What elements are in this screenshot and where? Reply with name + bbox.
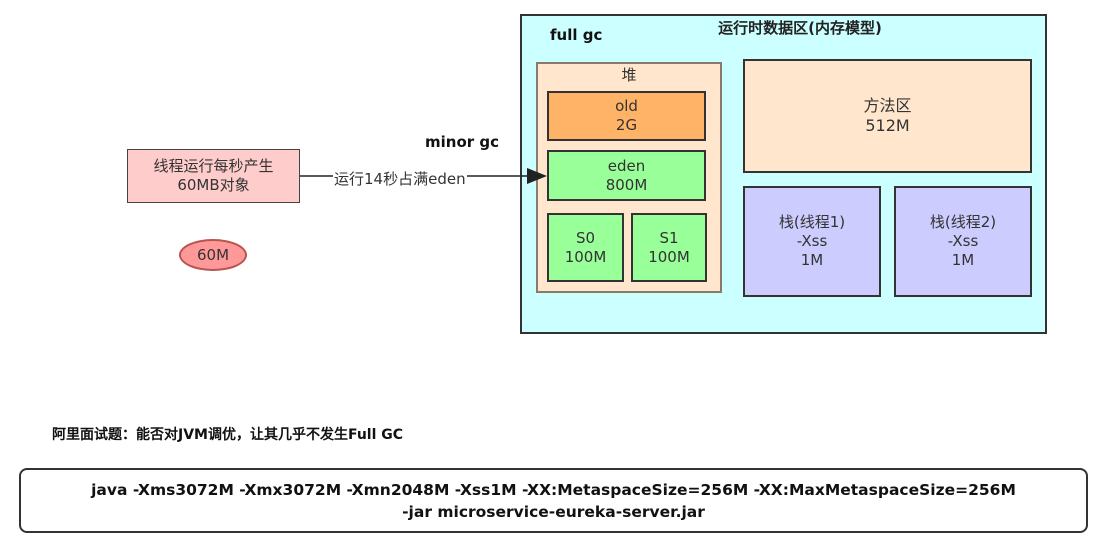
method-area-size: 512M (865, 116, 910, 135)
arrow-label: 运行14秒占满eden (333, 168, 467, 189)
thread-line-2: 60MB对象 (177, 176, 250, 194)
stack-1-name: 栈(线程1) (778, 213, 846, 231)
command-line-2: -jar microservice-eureka-server.jar (402, 502, 705, 521)
survivor-s1-box: S1 100M (631, 213, 707, 282)
old-generation-box: old 2G (547, 91, 706, 141)
s0-size: 100M (564, 247, 607, 266)
eden-name: eden (607, 156, 646, 175)
s1-name: S1 (659, 228, 679, 247)
stack-1-size: 1M (800, 251, 824, 269)
eden-size: 800M (605, 175, 648, 194)
stack-1-option: -Xss (796, 232, 828, 250)
thread-object-box: 线程运行每秒产生 60MB对象 (127, 149, 300, 203)
survivor-s0-box: S0 100M (547, 213, 624, 282)
old-name: old (615, 97, 638, 115)
stack-2-option: -Xss (947, 232, 979, 250)
old-size: 2G (615, 116, 638, 134)
eden-box: eden 800M (547, 150, 706, 201)
runtime-area-title: 运行时数据区(内存模型) (718, 19, 882, 37)
command-line-1: java -Xms3072M -Xmx3072M -Xmn2048M -Xss1… (91, 480, 1016, 499)
minor-gc-label: minor gc (425, 133, 500, 151)
interview-question: 阿里面试题：能否对JVM调优，让其几乎不发生Full GC (52, 427, 404, 443)
thread-line-1: 线程运行每秒产生 (153, 157, 274, 175)
method-area-box: 方法区 512M (743, 59, 1032, 173)
jvm-command-box: java -Xms3072M -Xmx3072M -Xmn2048M -Xss1… (19, 468, 1088, 533)
object-size-bubble: 60M (179, 239, 247, 271)
stack-2-size: 1M (951, 251, 975, 269)
full-gc-label: full gc (550, 26, 603, 44)
stack-thread-1-box: 栈(线程1) -Xss 1M (743, 186, 881, 297)
bubble-label: 60M (196, 246, 230, 264)
stack-2-name: 栈(线程2) (929, 213, 997, 231)
heap-title: 堆 (621, 66, 637, 84)
stack-thread-2-box: 栈(线程2) -Xss 1M (894, 186, 1032, 297)
arrow-head-icon (527, 168, 547, 184)
method-area-name: 方法区 (863, 96, 912, 115)
s1-size: 100M (648, 247, 690, 266)
s0-name: S0 (575, 228, 596, 247)
